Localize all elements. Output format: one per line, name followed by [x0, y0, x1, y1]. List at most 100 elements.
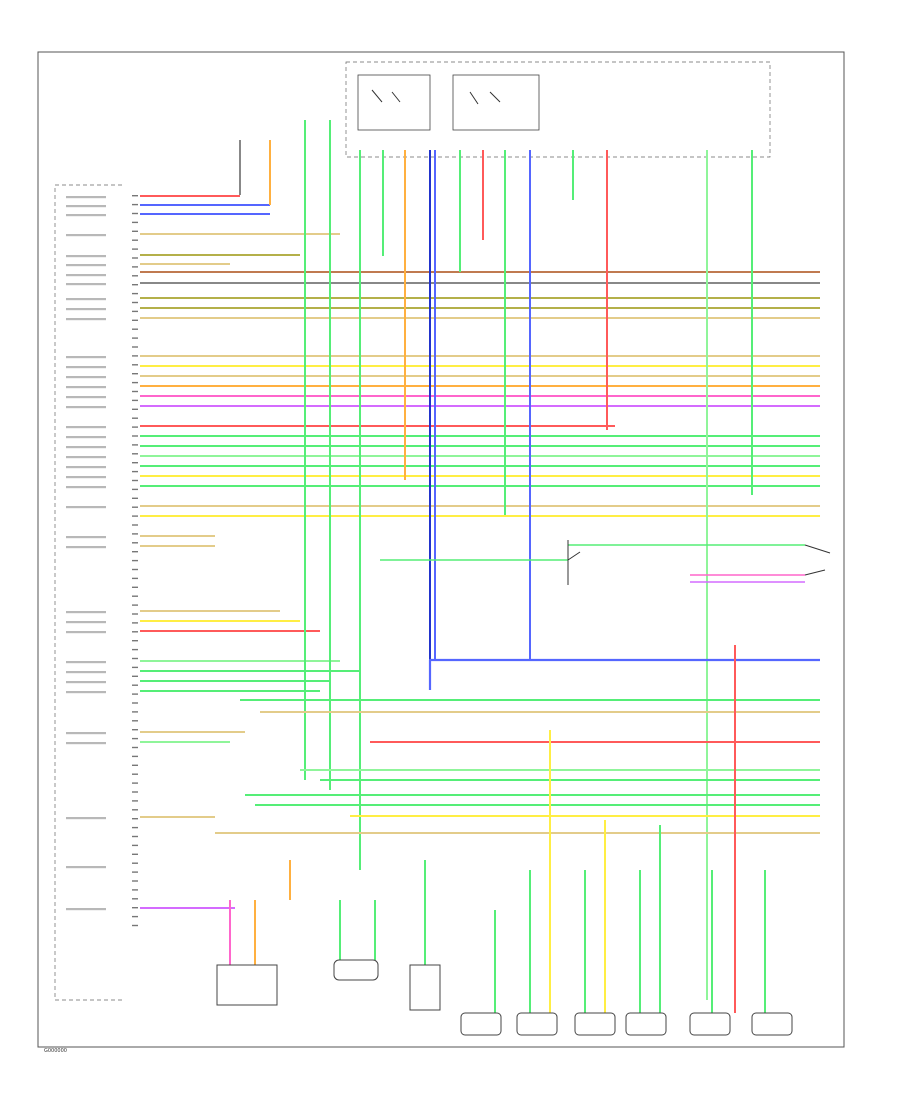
- pin-tick: [132, 381, 138, 384]
- pin-tick: [132, 364, 138, 366]
- injector-6: [751, 1012, 793, 1036]
- pcm-pin-label-blocks: [66, 196, 106, 911]
- pin-label-block: [66, 611, 106, 614]
- pin-tick: [132, 675, 138, 677]
- pin-tick: [132, 889, 138, 891]
- pin-tick: [132, 720, 138, 722]
- pin-tick: [132, 818, 138, 820]
- pin-tick: [132, 800, 138, 802]
- injector-4: [625, 1012, 667, 1036]
- pin-label-block: [66, 476, 106, 479]
- pin-label-block: [66, 234, 106, 237]
- pin-tick: [132, 595, 138, 597]
- pin-tick: [132, 684, 138, 686]
- pin-tick: [132, 604, 138, 606]
- pin-label-block: [66, 308, 106, 311]
- connector-switch-symbol: [804, 544, 831, 576]
- pin-tick: [132, 203, 138, 206]
- pin-label-block: [66, 376, 106, 379]
- pin-tick: [132, 399, 138, 402]
- pin-label-block: [66, 366, 106, 369]
- pin-tick: [132, 221, 138, 224]
- pin-label-block: [66, 621, 106, 624]
- pin-label-block: [66, 908, 106, 911]
- pin-tick: [132, 373, 138, 375]
- pin-tick: [132, 435, 138, 437]
- pin-tick: [132, 355, 138, 357]
- pin-tick: [132, 809, 138, 811]
- pin-tick: [132, 506, 138, 508]
- fuel-pump-relay: [357, 74, 431, 131]
- pin-tick: [132, 737, 138, 740]
- pin-tick: [132, 907, 138, 909]
- pin-tick: [132, 648, 138, 651]
- pin-tick: [132, 524, 138, 526]
- pin-label-block: [66, 255, 106, 258]
- ignition-coil-component: [216, 964, 278, 1006]
- pin-tick: [132, 408, 138, 410]
- pin-tick: [132, 729, 138, 731]
- pin-tick: [132, 337, 138, 339]
- ground-wire: [428, 658, 820, 690]
- pcm-pin-column: [132, 195, 138, 927]
- pin-tick: [132, 835, 138, 838]
- pin-tick: [132, 568, 138, 571]
- pin-tick: [132, 577, 138, 580]
- pin-tick: [132, 613, 138, 615]
- pin-tick: [132, 310, 138, 313]
- pin-tick: [132, 346, 138, 348]
- pin-tick: [132, 559, 138, 562]
- pin-tick: [132, 666, 138, 669]
- power-distribution-outline: [345, 61, 771, 158]
- pin-label-block: [66, 386, 106, 389]
- footer-code: G000000: [44, 1048, 67, 1054]
- pin-tick: [132, 417, 138, 419]
- pin-tick: [132, 586, 138, 588]
- pin-label-block: [66, 318, 106, 321]
- pin-label-block: [66, 396, 106, 399]
- pin-tick: [132, 702, 138, 704]
- pin-tick: [132, 319, 138, 321]
- pin-label-block: [66, 274, 106, 277]
- pin-tick: [132, 844, 138, 847]
- pin-tick: [132, 640, 138, 642]
- pin-tick: [132, 551, 138, 553]
- canister-purge-component: [409, 964, 441, 1011]
- pin-tick: [132, 462, 138, 464]
- diagram-border: [37, 51, 845, 1048]
- pin-tick: [132, 479, 138, 482]
- pin-label-block: [66, 681, 106, 684]
- pin-tick: [132, 470, 138, 473]
- pin-tick: [132, 453, 138, 455]
- pcm-outline: [54, 184, 125, 1001]
- pin-label-block: [66, 436, 106, 439]
- pin-tick: [132, 755, 138, 758]
- pin-tick: [132, 782, 138, 784]
- pin-tick: [132, 862, 138, 864]
- pin-label-block: [66, 426, 106, 429]
- pin-label-block: [66, 691, 106, 694]
- pin-tick: [132, 746, 138, 749]
- injector-2: [516, 1012, 558, 1036]
- pin-tick: [132, 622, 138, 624]
- pin-tick: [132, 693, 138, 695]
- pin-tick: [132, 488, 138, 491]
- pin-label-block: [66, 196, 106, 199]
- pin-tick: [132, 275, 138, 277]
- pin-label-block: [66, 456, 106, 459]
- pin-tick: [132, 631, 138, 633]
- switch-symbol: [567, 540, 581, 585]
- pin-tick: [132, 764, 138, 766]
- pin-label-block: [66, 446, 106, 449]
- pin-tick: [132, 292, 138, 295]
- wire-layer: [140, 120, 820, 1013]
- pin-label-block: [66, 466, 106, 469]
- pin-label-block: [66, 866, 106, 869]
- pin-tick: [132, 853, 138, 855]
- pin-tick: [132, 915, 138, 918]
- pin-tick: [132, 871, 138, 873]
- pin-label-block: [66, 671, 106, 674]
- pin-tick: [132, 266, 138, 268]
- pin-label-block: [66, 506, 106, 509]
